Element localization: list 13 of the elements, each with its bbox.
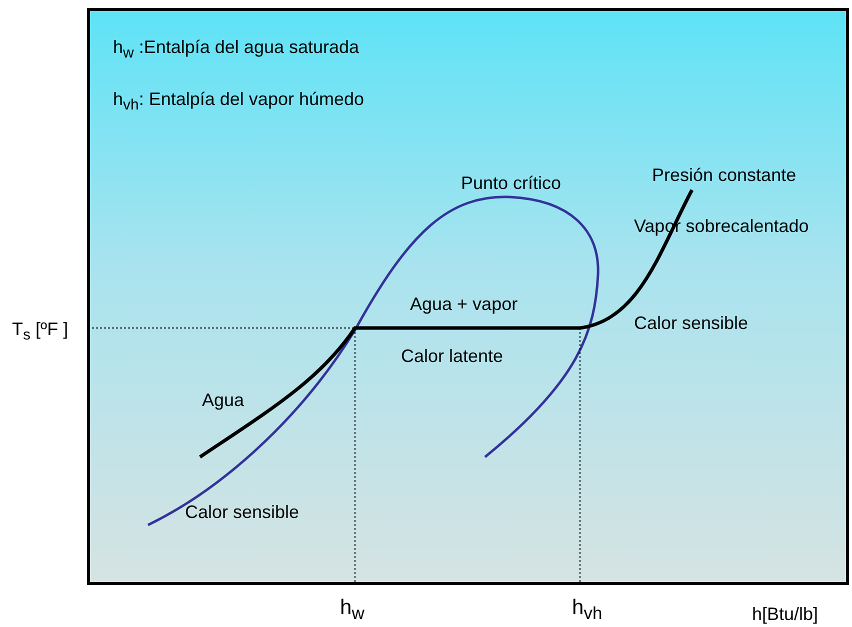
- region-label: Calor sensible: [185, 501, 300, 523]
- legend-note: h$_{w}$ :Entalpía del agua saturada: [113, 36, 360, 64]
- region-label: Agua + vapor: [410, 293, 518, 315]
- region-label: Calor latente: [401, 345, 504, 367]
- curve-label: Punto crítico: [461, 172, 562, 194]
- tick-label: h$_{w}$: [340, 597, 364, 624]
- legend-note: h$_{vh}$: Entalpía del vapor húmedo: [113, 88, 364, 116]
- axis-label: T$_{s}$ [ºF ]: [12, 318, 68, 346]
- curve-label: Presión constante: [652, 164, 796, 186]
- region-label: Agua: [202, 389, 244, 411]
- region-label: Calor sensible: [634, 312, 748, 334]
- tick-label: h$_{vh}$: [572, 597, 602, 624]
- axis-label: h[Btu/lb]: [752, 603, 818, 625]
